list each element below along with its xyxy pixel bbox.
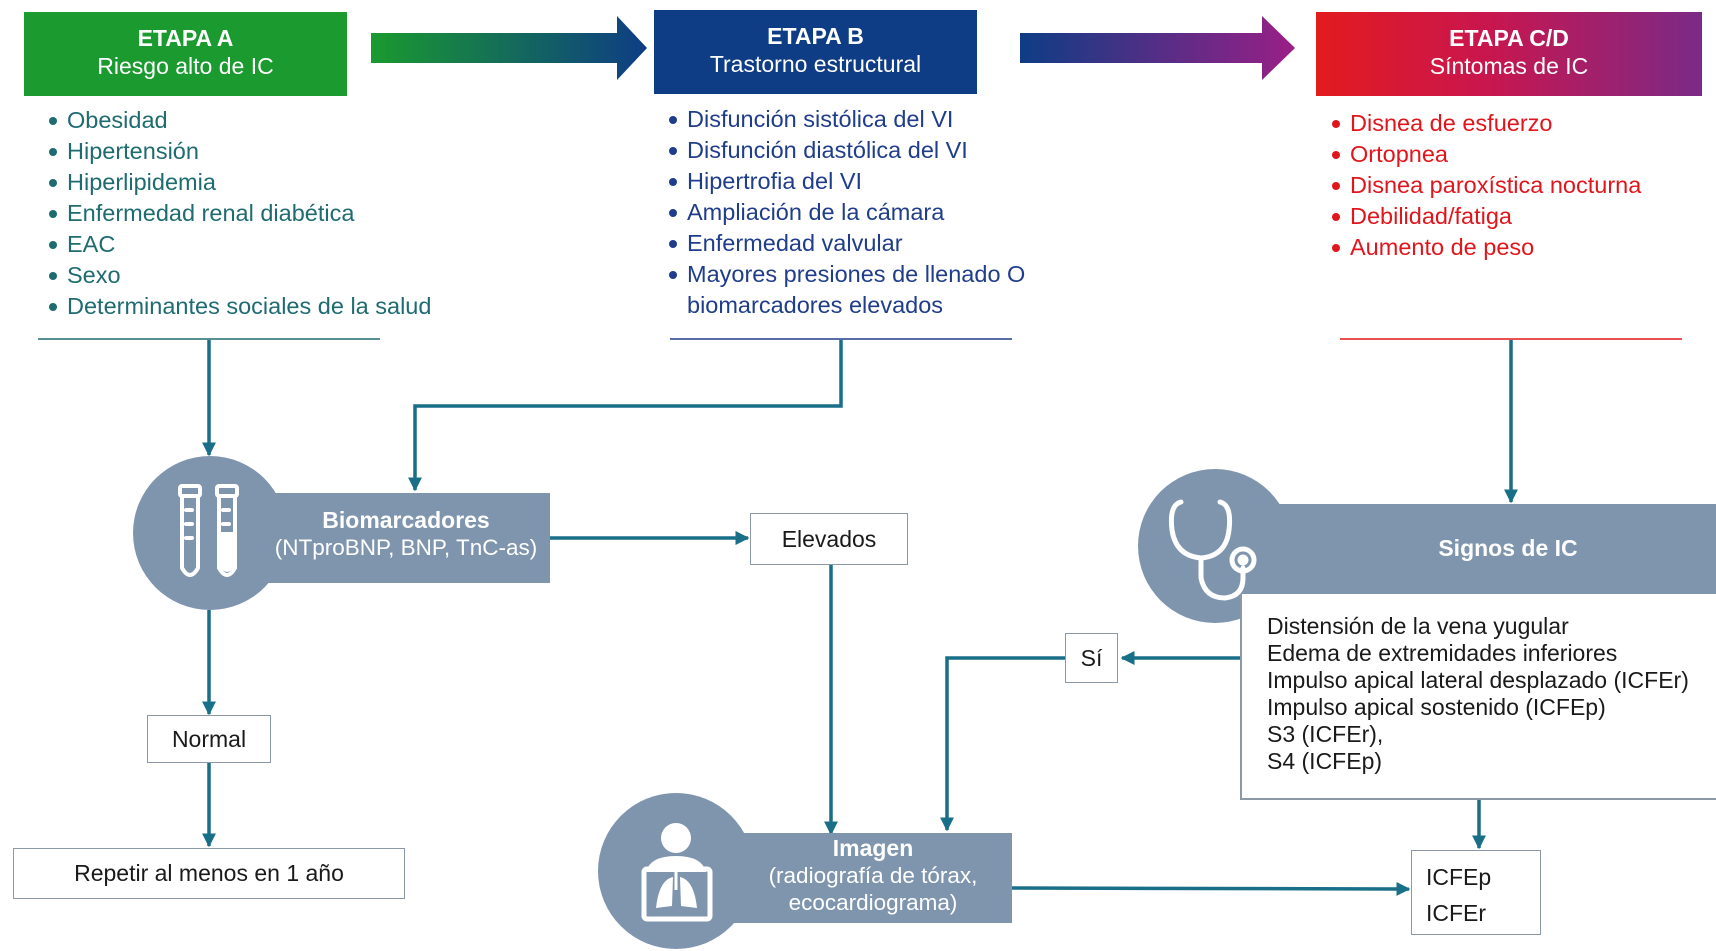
list-item: Sexo — [46, 260, 431, 291]
stethoscope-icon — [1168, 499, 1257, 601]
yes-box: Sí — [1065, 633, 1118, 683]
outcome-line-hfpef: ICFEp — [1426, 864, 1492, 890]
stage-b-subtitle: Trastorno estructural — [709, 51, 922, 77]
arrow-b-to-cd — [1020, 16, 1295, 80]
stage-a-risk-list: Obesidad Hipertensión Hiperlipidemia Enf… — [46, 105, 431, 322]
list-item: Disfunción sistólica del VI — [666, 104, 1025, 135]
list-item-line: biomarcadores elevados — [687, 292, 944, 318]
signs-list: Distensión de la vena yugular Edema de e… — [1267, 613, 1689, 775]
signs-title: Signos de IC — [1438, 535, 1578, 561]
list-item: Disnea de esfuerzo — [1329, 108, 1641, 139]
list-item: Hipertensión — [46, 136, 431, 167]
normal-box: Normal — [147, 715, 271, 763]
stage-cd-subtitle: Síntomas de IC — [1429, 53, 1589, 79]
signs-box — [1240, 594, 1716, 800]
list-item: Edema de extremidades inferiores — [1267, 640, 1618, 666]
imaging-node: Imagen (radiografía de tórax, ecocardiog… — [734, 833, 1012, 923]
signs-header: Signos de IC — [1260, 504, 1716, 594]
list-item: EAC — [46, 229, 431, 260]
stage-cd-title: ETAPA C/D — [1449, 25, 1569, 51]
stage-b-header: ETAPA B Trastorno estructural — [654, 10, 977, 94]
stage-cd-header: ETAPA C/D Síntomas de IC — [1316, 12, 1702, 96]
list-item: Enfermedad valvular — [666, 228, 1025, 259]
list-item: Enfermedad renal diabética — [46, 198, 431, 229]
list-item: Distensión de la vena yugular — [1267, 613, 1569, 639]
list-item: Aumento de peso — [1329, 232, 1641, 263]
outcome-box: ICFEp ICFEr — [1411, 850, 1541, 935]
biomarkers-title: Biomarcadores — [322, 507, 490, 533]
list-item: S4 (ICFEp) — [1267, 748, 1383, 774]
list-item: Obesidad — [46, 105, 431, 136]
repeat-box: Repetir al menos en 1 año — [13, 848, 405, 899]
stage-b-findings-list: Disfunción sistólica del VI Disfunción d… — [666, 104, 1025, 321]
test-tubes-icon — [178, 484, 239, 577]
elevated-box: Elevados — [750, 513, 908, 565]
list-item: Hipertrofia del VI — [666, 166, 1025, 197]
list-item: Determinantes sociales de la salud — [46, 291, 431, 322]
stage-a-header: ETAPA A Riesgo alto de IC — [24, 12, 347, 96]
list-item: Impulso apical sostenido (ICFEp) — [1267, 694, 1606, 720]
list-item: Disnea paroxística nocturna — [1329, 170, 1641, 201]
list-item: Ortopnea — [1329, 139, 1641, 170]
biomarkers-subtitle: (NTproBNP, BNP, TnC-as) — [274, 535, 538, 560]
imaging-line-2: ecocardiograma) — [788, 890, 958, 915]
list-item: Impulso apical lateral desplazado (ICFEr… — [1267, 667, 1689, 693]
stage-cd-symptoms-list: Disnea de esfuerzo Ortopnea Disnea parox… — [1329, 108, 1641, 263]
outcome-line-hfref: ICFEr — [1426, 900, 1487, 926]
stage-b-title: ETAPA B — [767, 23, 864, 49]
list-item: Disfunción diastólica del VI — [666, 135, 1025, 166]
list-item: S3 (ICFEr), — [1267, 721, 1384, 747]
biomarkers-node: Biomarcadores (NTproBNP, BNP, TnC-as) — [258, 493, 550, 583]
imaging-title: Imagen — [832, 835, 914, 861]
list-item-line: Mayores presiones de llenado O — [687, 261, 1026, 287]
stage-a-title: ETAPA A — [137, 25, 234, 51]
imaging-line-1: (radiografía de tórax, — [768, 863, 978, 888]
list-item: Debilidad/fatiga — [1329, 201, 1641, 232]
stage-a-subtitle: Riesgo alto de IC — [97, 53, 274, 79]
arrow-a-to-b — [371, 16, 647, 80]
list-item: Hiperlipidemia — [46, 167, 431, 198]
chest-xray-icon — [641, 823, 713, 922]
list-item: Ampliación de la cámara — [666, 197, 1025, 228]
list-item: Mayores presiones de llenado O biomarcad… — [666, 259, 1025, 321]
